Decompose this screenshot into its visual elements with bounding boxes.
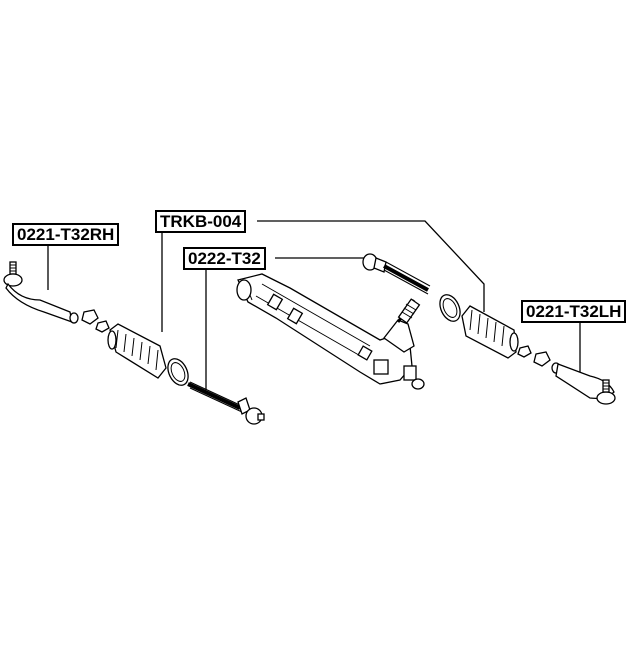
- jam-nut-lh: [533, 351, 551, 367]
- callout-inner-tie-rod: 0222-T32: [183, 247, 266, 270]
- tie-rod-end-lh-body: [555, 363, 615, 400]
- boot-rh: [109, 323, 167, 379]
- tie-rod-end-rh-part: [3, 261, 110, 333]
- nut-small: [95, 320, 110, 333]
- callout-tie-rod-end-rh: 0221-T32RH: [12, 223, 120, 246]
- jam-nut: [81, 309, 99, 325]
- callout-boot-kit: TRKB-004: [155, 210, 247, 233]
- pinion-tower: [383, 319, 415, 353]
- rack-end-left: [236, 279, 252, 301]
- clamp-ring-rh: [167, 358, 189, 386]
- clamp-ring-lh: [439, 294, 461, 322]
- tie-rod-end-lh-part: [517, 345, 616, 405]
- leader-lines: [47, 220, 581, 390]
- callout-tie-rod-end-lh: 0221-T32LH: [521, 300, 627, 323]
- valve-body: [403, 365, 417, 381]
- tie-rod-end-body: [5, 282, 73, 323]
- boot-rh-part: [107, 323, 189, 386]
- rack-housing-part: [236, 273, 425, 390]
- boot-lh: [461, 305, 517, 359]
- leader-trkb-right: [257, 220, 485, 312]
- boot-lh-part: [439, 294, 519, 359]
- nut-small-lh: [517, 345, 532, 358]
- inner-tie-rod-left-part: [187, 381, 265, 425]
- inner-tie-rod-right-part: [362, 253, 431, 295]
